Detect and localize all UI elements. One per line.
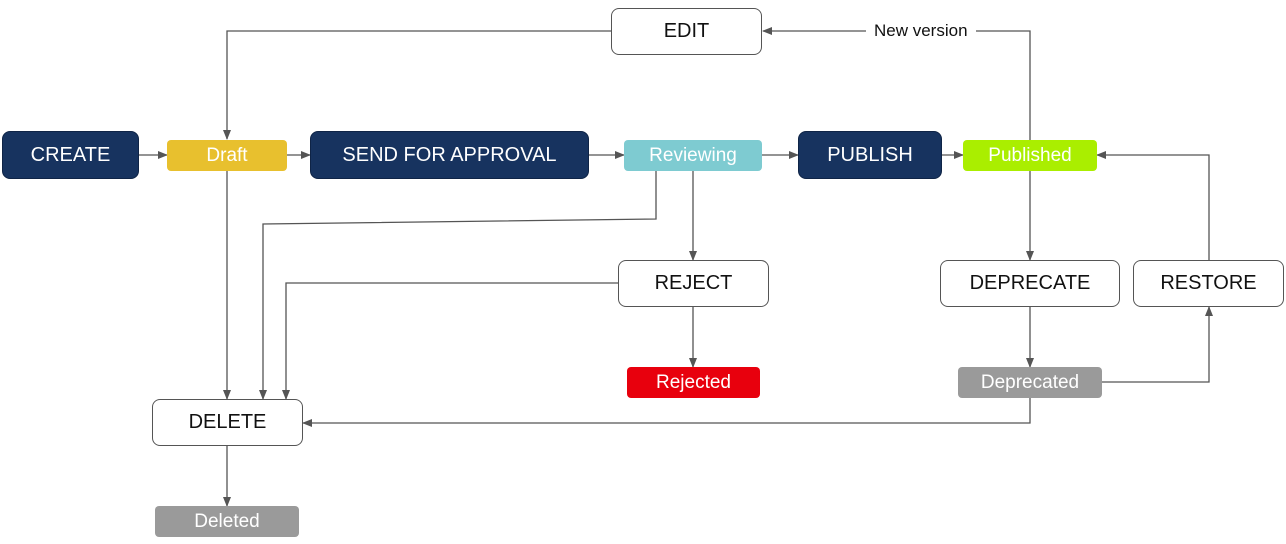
- deprecate-node[interactable]: DEPRECATE: [940, 260, 1120, 307]
- reviewing-state: Reviewing: [624, 140, 762, 171]
- edge-label-new-version: New version: [866, 21, 976, 41]
- deleted-state: Deleted: [155, 506, 299, 537]
- edge-reject-to-delete: [282, 282, 618, 400]
- edge-restore-to-published: [1096, 151, 1210, 260]
- publish-node[interactable]: PUBLISH: [798, 131, 942, 179]
- edge-deprecated-to-restore: [1102, 306, 1213, 383]
- rejected-state: Rejected: [627, 367, 760, 398]
- reject-node[interactable]: REJECT: [618, 260, 769, 307]
- create-node[interactable]: CREATE: [2, 131, 139, 179]
- draft-state: Draft: [167, 140, 287, 171]
- edit-node[interactable]: EDIT: [611, 8, 762, 55]
- send-for-approval-node[interactable]: SEND FOR APPROVAL: [310, 131, 589, 179]
- delete-node[interactable]: DELETE: [152, 399, 303, 446]
- restore-node[interactable]: RESTORE: [1133, 260, 1284, 307]
- edge-newversion-to-edit: [762, 27, 1031, 155]
- edge-deprecated-to-delete: [302, 398, 1031, 427]
- published-state: Published: [963, 140, 1097, 171]
- deprecated-state: Deprecated: [958, 367, 1102, 398]
- edge-edit-to-draft: [223, 30, 611, 140]
- edge-reviewing-to-delete: [259, 171, 657, 400]
